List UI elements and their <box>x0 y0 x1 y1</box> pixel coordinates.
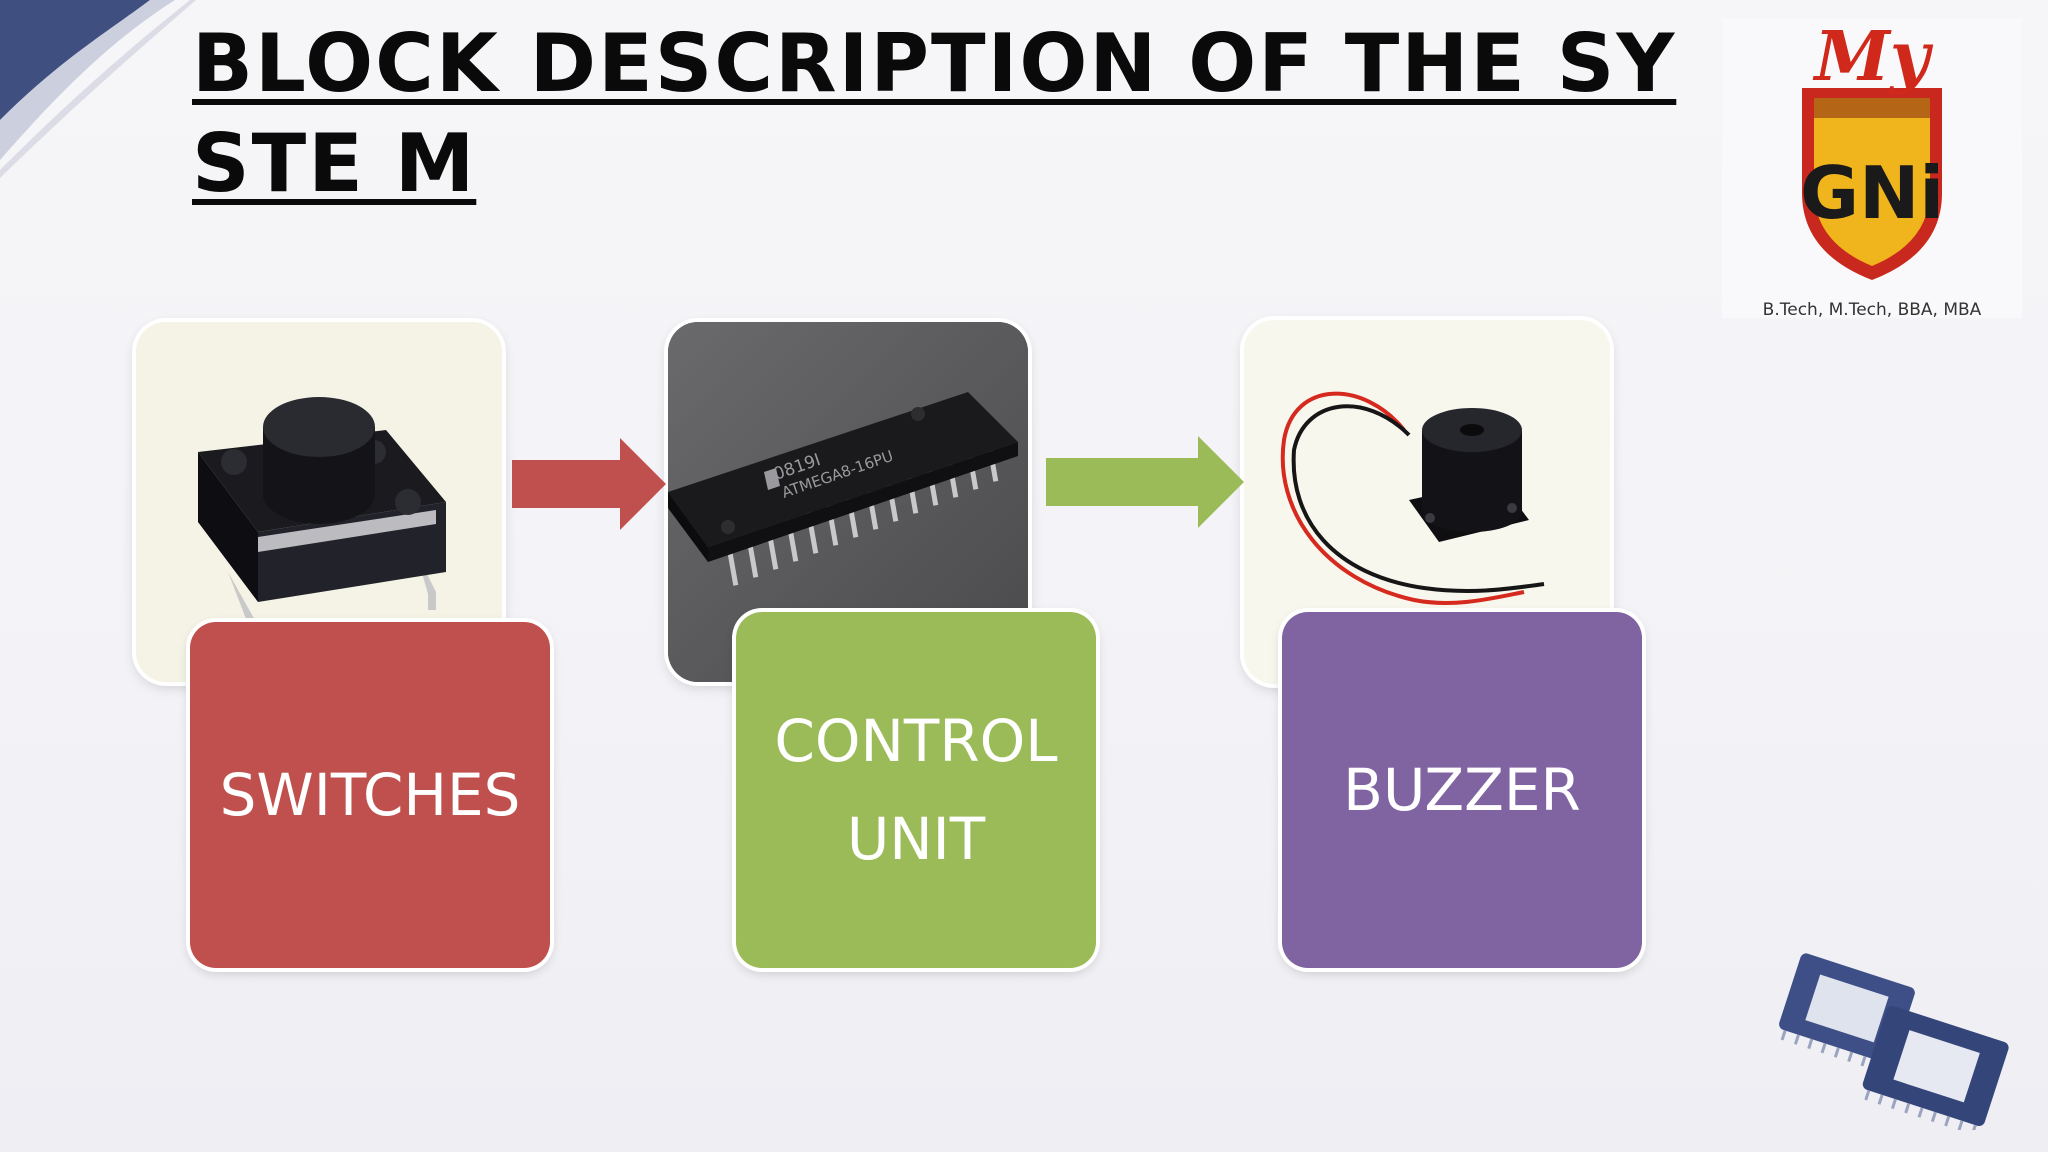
block-switches: SWITCHES <box>190 622 550 968</box>
logo-badge-text: GNi <box>1800 151 1944 235</box>
arrow-switches-to-control <box>512 438 666 530</box>
block-control-unit: CONTROL UNIT <box>736 612 1096 968</box>
microcontroller-photo: 0819I ATMEGA8-16PU <box>668 322 1028 682</box>
block-buzzer-label: BUZZER <box>1343 756 1581 824</box>
corner-swoosh-decoration <box>0 0 196 178</box>
block-switches-label: SWITCHES <box>219 761 521 829</box>
block-control-unit-label: CONTROL UNIT <box>774 707 1058 873</box>
logo-subtitle: B.Tech, M.Tech, BBA, MBA <box>1762 300 1982 320</box>
ic-chips-decoration <box>1779 953 2009 1130</box>
block-buzzer: BUZZER <box>1282 612 1642 968</box>
arrow-control-to-buzzer <box>1046 436 1244 528</box>
institute-logo: GNi My B.Tech, M.Tech, BBA, MBA <box>1722 18 2022 320</box>
slide-title: BLOCK DESCRIPTION OF THE SYSTE M <box>192 17 1677 210</box>
logo-script-text: My <box>1813 18 1934 97</box>
